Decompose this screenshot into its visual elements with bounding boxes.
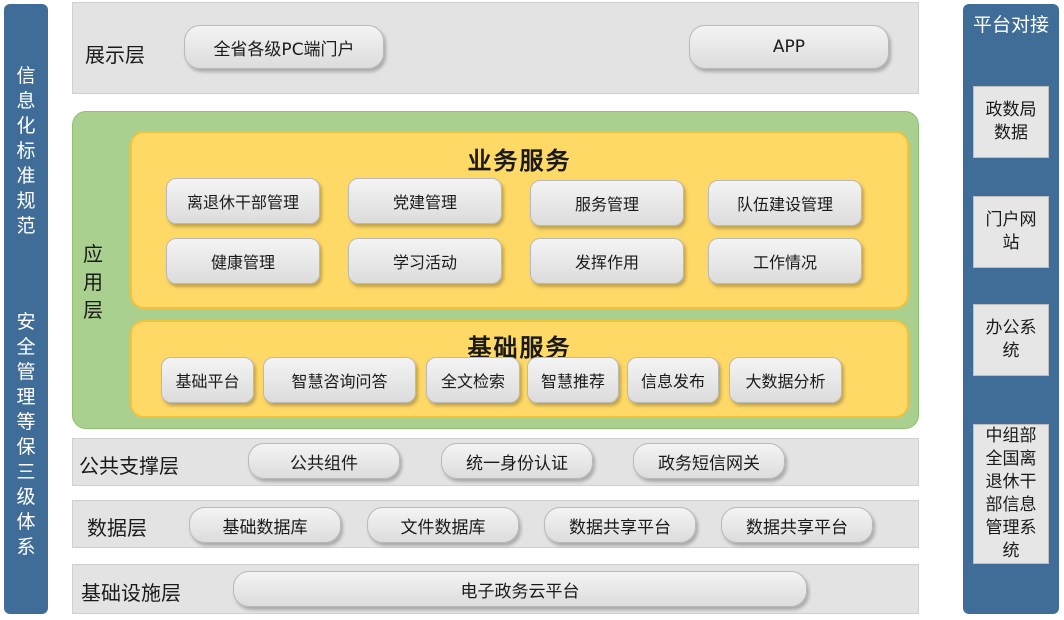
basic-service-button[interactable]: 大数据分析	[729, 357, 842, 403]
infrastructure-layer: 基础设施层 电子政务云平台	[72, 564, 919, 614]
database-button[interactable]: 数据共享平台	[544, 507, 696, 543]
standards-spec-label: 信息化标准规范	[16, 65, 36, 237]
basic-service-button[interactable]: 全文检索	[426, 357, 520, 403]
basic-service-button[interactable]: 信息发布	[627, 357, 719, 403]
display-layer-title: 展示层	[85, 43, 145, 67]
public-component-button[interactable]: 统一身份认证	[441, 443, 593, 479]
database-button[interactable]: 基础数据库	[189, 507, 341, 543]
business-service-button[interactable]: 党建管理	[348, 178, 502, 224]
platform-integration-title: 平台对接	[972, 14, 1049, 36]
business-service-button[interactable]: 队伍建设管理	[708, 180, 862, 226]
business-service-button[interactable]: 发挥作用	[530, 238, 684, 284]
basic-service-button[interactable]: 基础平台	[161, 357, 254, 403]
security-system-label: 安全管理等保三级体系	[16, 311, 36, 558]
public-support-layer-title: 公共支撑层	[79, 454, 179, 478]
database-button[interactable]: 数据共享平台	[721, 507, 873, 543]
integration-item[interactable]: 政数局数据	[973, 86, 1049, 158]
standards-security-column: 信息化标准规范 安全管理等保三级体系	[4, 4, 48, 614]
basic-service-button[interactable]: 智慧咨询问答	[263, 357, 416, 403]
data-layer: 数据层 基础数据库 文件数据库 数据共享平台 数据共享平台	[72, 500, 919, 548]
integration-item[interactable]: 办公系统	[973, 304, 1049, 376]
basic-service-button[interactable]: 智慧推荐	[527, 357, 619, 403]
application-layer-title: 应用层	[83, 242, 103, 322]
public-component-button[interactable]: 政务短信网关	[633, 443, 785, 479]
platform-integration-column: 平台对接 政数局数据 门户网站 办公系统 中组部全国离退休干部信息管理系统	[963, 4, 1059, 614]
business-services-title: 业务服务	[467, 147, 572, 175]
display-layer: 展示层 全省各级PC端门户 APP	[72, 2, 919, 94]
egov-cloud-button[interactable]: 电子政务云平台	[233, 571, 807, 607]
database-button[interactable]: 文件数据库	[367, 507, 519, 543]
integration-item[interactable]: 门户网站	[973, 196, 1049, 268]
business-service-button[interactable]: 学习活动	[348, 238, 502, 284]
business-service-button[interactable]: 离退休干部管理	[166, 178, 320, 224]
app-button[interactable]: APP	[689, 25, 889, 69]
data-layer-title: 数据层	[87, 516, 147, 540]
integration-item[interactable]: 中组部全国离退休干部信息管理系统	[973, 424, 1049, 564]
business-service-button[interactable]: 健康管理	[166, 238, 320, 284]
business-service-button[interactable]: 服务管理	[530, 180, 684, 226]
pc-portal-button[interactable]: 全省各级PC端门户	[184, 25, 384, 69]
public-component-button[interactable]: 公共组件	[248, 443, 400, 479]
infrastructure-layer-title: 基础设施层	[81, 581, 181, 605]
business-service-button[interactable]: 工作情况	[708, 238, 862, 284]
public-support-layer: 公共支撑层 公共组件 统一身份认证 政务短信网关	[72, 438, 919, 486]
